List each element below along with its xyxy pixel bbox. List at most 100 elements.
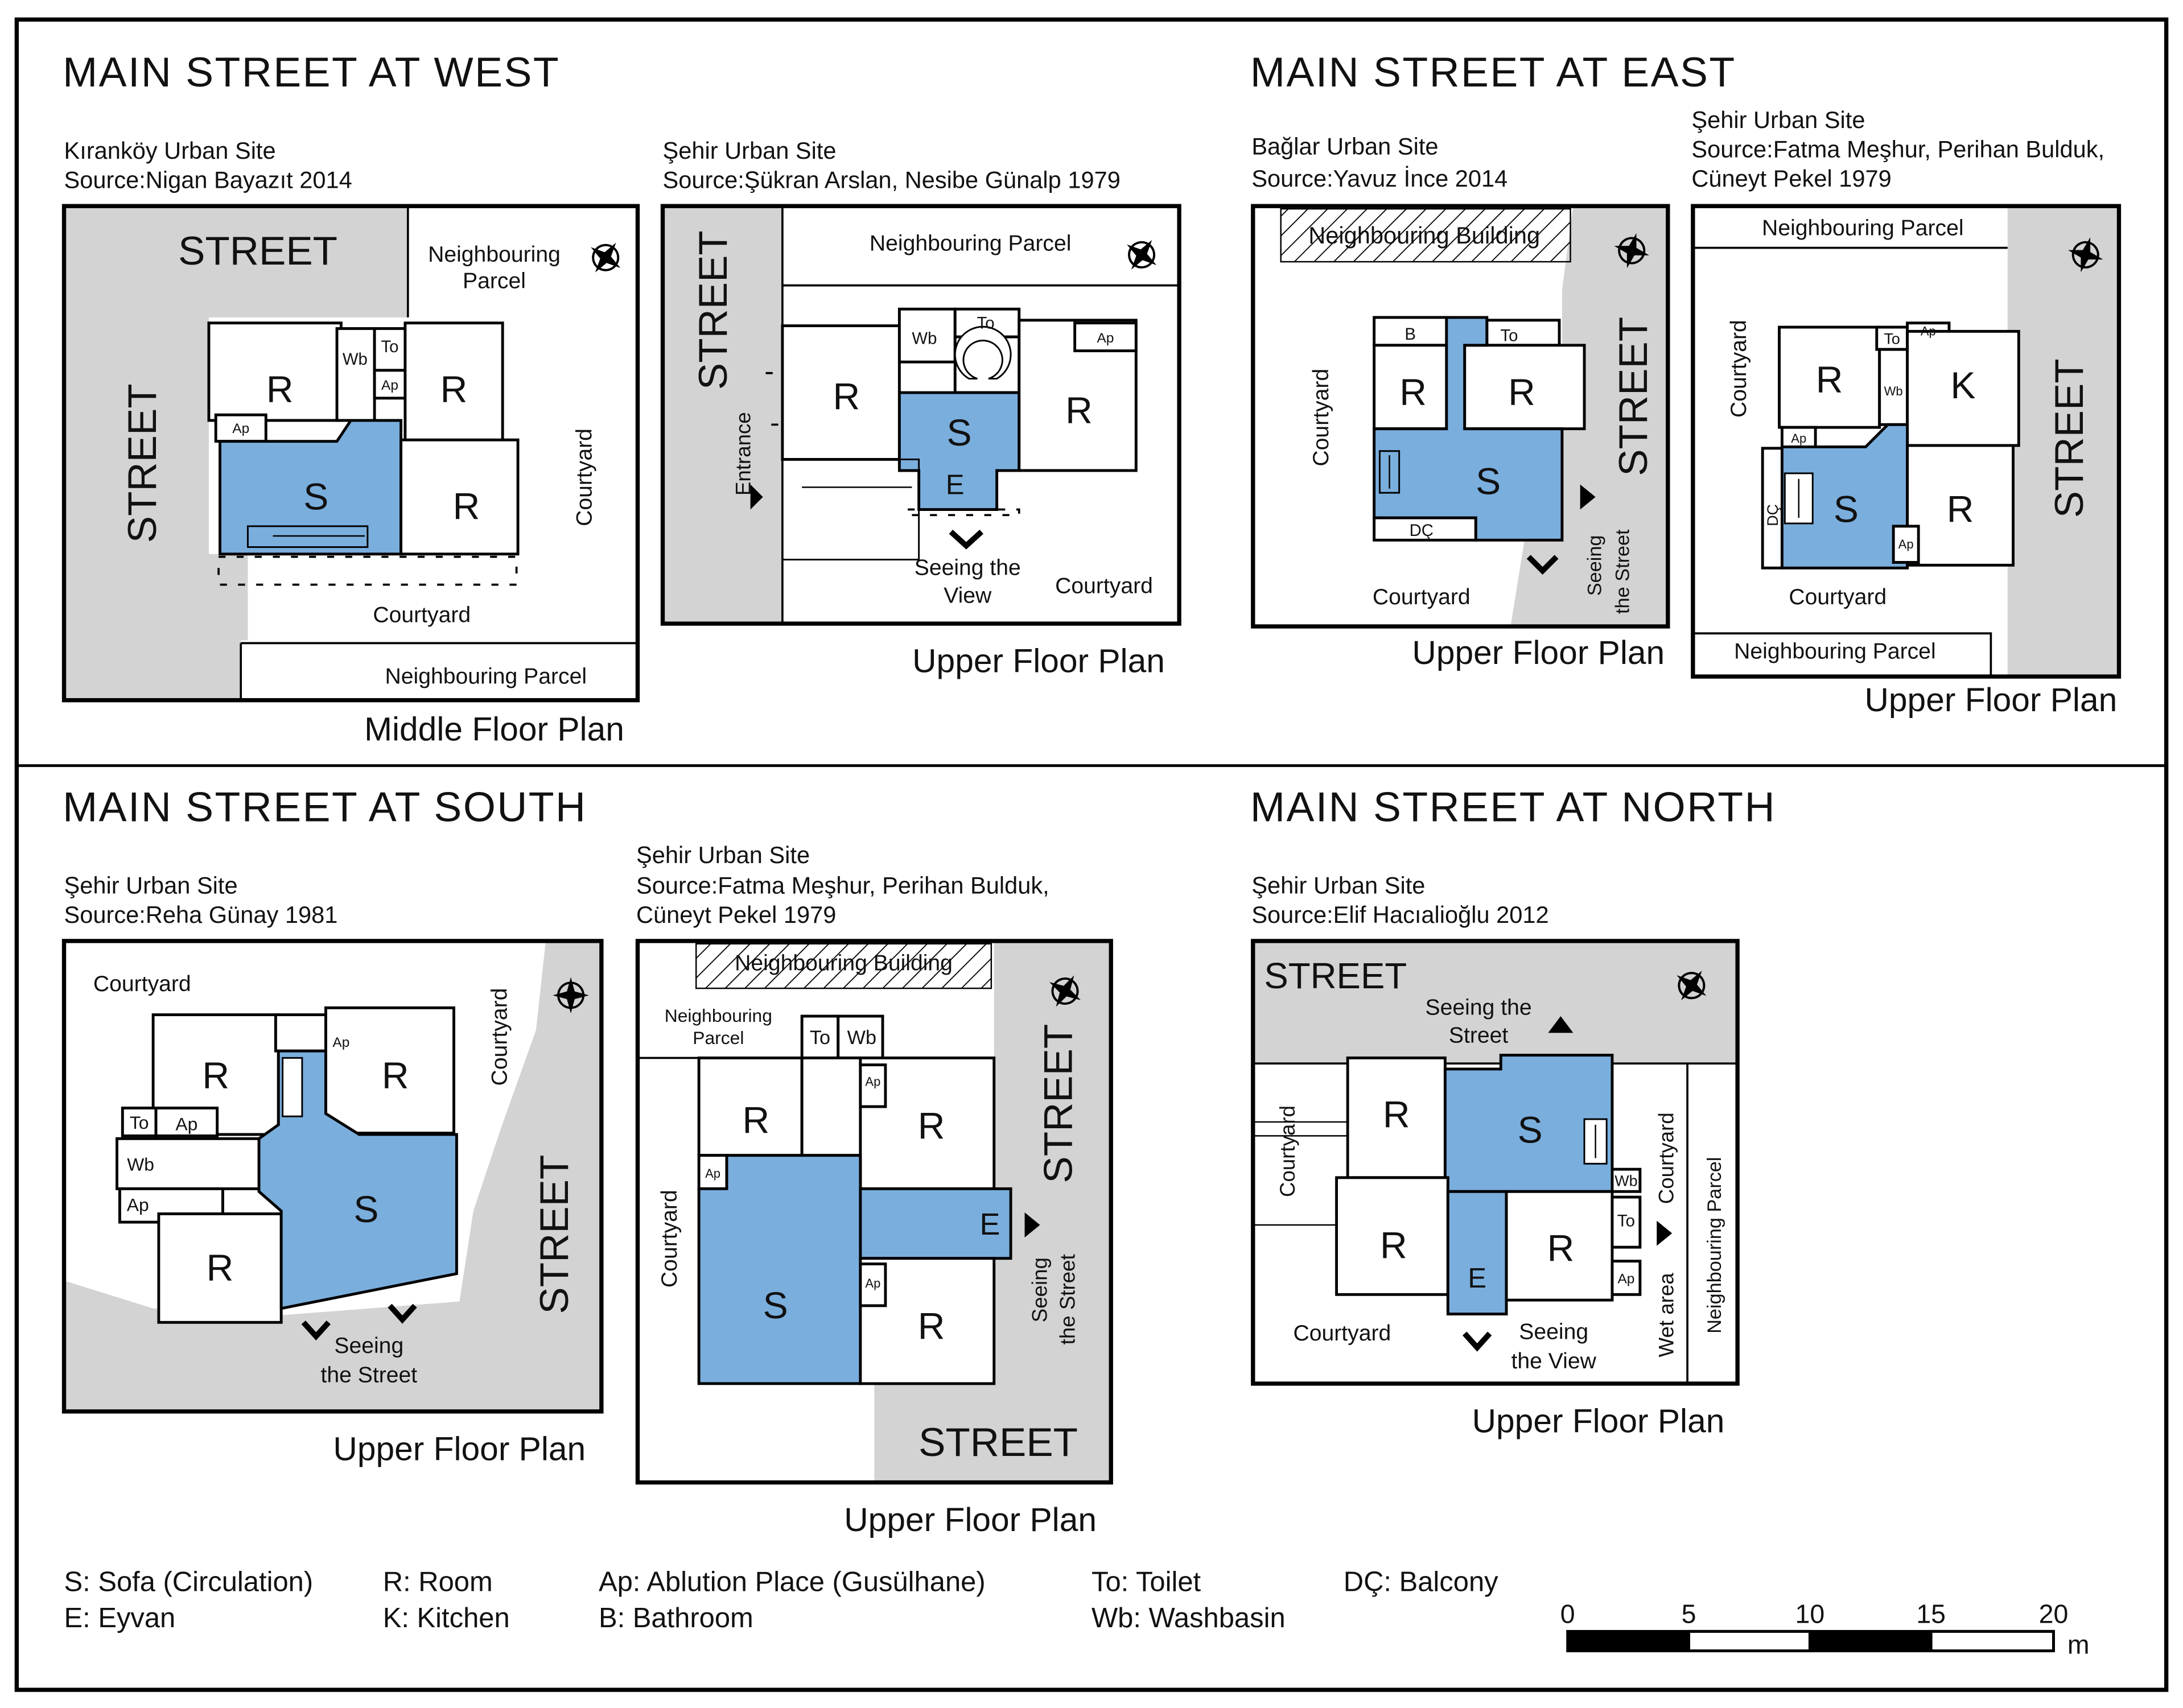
east-plan1-drawing — [1251, 204, 1670, 629]
east-plan2-drawing — [1691, 204, 2122, 679]
south-plan1-ap1: Ap — [175, 1114, 197, 1134]
east-plan2-kitchen: K — [1950, 364, 1975, 406]
north-plan1-caption: Upper Floor Plan — [1472, 1402, 1725, 1439]
north-plan1-to: To — [1617, 1211, 1635, 1230]
north-plan1-seeing-bottom-1: Seeing — [1519, 1320, 1588, 1344]
west-plan2-seeing-2: View — [944, 583, 992, 608]
west-plan2-caption: Upper Floor Plan — [912, 643, 1165, 680]
south-plan2-caption: Upper Floor Plan — [844, 1501, 1097, 1538]
north-plan1-room-1: R — [1383, 1094, 1410, 1136]
south-plan1-wb: Wb — [127, 1154, 154, 1175]
east-plan2-site: Şehir Urban Site — [1691, 106, 1865, 133]
west-plan2-eyvan: E — [946, 470, 965, 501]
east-plan1-seeing-2: the Street — [1612, 529, 1633, 614]
west-plan1-neighbour-2: Parcel — [463, 269, 526, 294]
west-plan1-ap1: Ap — [381, 378, 398, 393]
east-plan2-ap2: Ap — [1791, 431, 1806, 445]
legend-item-toilet: To: Toilet — [1092, 1566, 1201, 1597]
north-plan1-source: Source:Elif Hacıalioğlu 2012 — [1251, 901, 1548, 928]
south-plan1-street: STREET — [532, 1155, 577, 1314]
east-plan1-courtyard-bottom: Courtyard — [1373, 585, 1471, 609]
east-plan1-street: STREET — [1611, 317, 1656, 476]
east-plan2-caption: Upper Floor Plan — [1865, 682, 2118, 719]
section-title-north: MAIN STREET AT NORTH — [1250, 784, 1776, 831]
south-plan1-drawing — [61, 939, 604, 1414]
scale-bar: 0 5 10 15 20 m — [1560, 1599, 2090, 1660]
east-plan2-neighbour-bottom: Neighbouring Parcel — [1734, 639, 1936, 663]
west-plan1-drawing — [61, 204, 640, 703]
south-plan2-to: To — [810, 1027, 830, 1049]
north-plan1-courtyard-left: Courtyard — [1276, 1105, 1299, 1197]
legend-item-kitchen: K: Kitchen — [383, 1603, 510, 1633]
north-plan1-seeing-bottom-2: the View — [1511, 1349, 1597, 1373]
south-plan1-caption: Upper Floor Plan — [333, 1430, 586, 1467]
north-plan1-neighbour: Neighbouring Parcel — [1704, 1157, 1725, 1333]
west-plan2-sofa: S — [947, 411, 972, 453]
south-plan1-seeing-1: Seeing — [334, 1334, 403, 1358]
south-plan2-ap1: Ap — [865, 1074, 880, 1088]
west-plan2-seeing-1: Seeing the — [915, 555, 1021, 580]
south-plan1-site: Şehir Urban Site — [64, 872, 238, 899]
south-plan2-sofa: S — [763, 1284, 788, 1326]
north-plan1-room-2: R — [1380, 1224, 1407, 1266]
west-plan1-caption: Middle Floor Plan — [364, 711, 624, 748]
scale-tick-15: 15 — [1916, 1599, 1946, 1629]
section-title-south: MAIN STREET AT SOUTH — [63, 784, 587, 831]
north-plan1-courtyard-right: Courtyard — [1655, 1112, 1678, 1204]
scale-tick-5: 5 — [1682, 1599, 1696, 1629]
legend-item-eyvan: E: Eyvan — [64, 1603, 176, 1633]
south-plan2-seeing-2: the Street — [1056, 1254, 1080, 1344]
west-plan1-source: Source:Nigan Bayazıt 2014 — [64, 166, 352, 193]
east-plan2-ap3: Ap — [1898, 537, 1914, 551]
south-plan2-neighbour-1: Neighbouring — [665, 1005, 772, 1026]
north-plan1-site: Şehir Urban Site — [1251, 872, 1425, 899]
east-plan1-caption: Upper Floor Plan — [1412, 634, 1665, 671]
north-plan1-seeing-top-1: Seeing the — [1426, 996, 1532, 1020]
west-plan2-street: STREET — [691, 230, 736, 390]
scale-tick-0: 0 — [1560, 1599, 1575, 1629]
scale-tick-20: 20 — [2039, 1599, 2069, 1629]
east-plan1-b: B — [1404, 325, 1416, 344]
west-plan1-room-2: R — [440, 368, 468, 410]
south-plan1-courtyard-right: Courtyard — [487, 988, 512, 1086]
legend-item-ablution: Ap: Ablution Place (Gusülhane) — [599, 1566, 986, 1597]
east-plan2-dc: DÇ — [1764, 504, 1781, 526]
east-plan2-neighbour-top: Neighbouring Parcel — [1762, 216, 1964, 241]
east-plan1-site: Bağlar Urban Site — [1251, 133, 1438, 160]
legend-item-washbasin: Wb: Washbasin — [1092, 1603, 1286, 1633]
west-plan1-courtyard-right: Courtyard — [572, 428, 597, 526]
west-plan1-ap2: Ap — [232, 421, 249, 436]
scale-unit: m — [2067, 1629, 2090, 1659]
legend-item-sofa: S: Sofa (Circulation) — [64, 1566, 314, 1597]
legend-item-bathroom: B: Bathroom — [599, 1603, 753, 1633]
south-plan2-wb: Wb — [847, 1027, 876, 1049]
west-plan1-neighbour-bottom: Neighbouring Parcel — [385, 664, 587, 688]
legend: S: Sofa (Circulation) E: Eyvan R: Room K… — [64, 1566, 1499, 1633]
east-plan2-to: To — [1884, 330, 1900, 347]
east-plan1-room-1: R — [1399, 371, 1427, 413]
section-title-east: MAIN STREET AT EAST — [1250, 49, 1736, 96]
legend-item-balcony: DÇ: Balcony — [1344, 1566, 1498, 1597]
south-plan2-source-2: Cüneyt Pekel 1979 — [636, 901, 836, 928]
north-plan1-ap: Ap — [1617, 1272, 1634, 1287]
east-plan1-source: Source:Yavuz İnce 2014 — [1251, 165, 1507, 192]
west-plan2-neighbour: Neighbouring Parcel — [870, 231, 1072, 255]
east-plan1-sofa: S — [1476, 460, 1501, 502]
east-plan2-courtyard-left: Courtyard — [1727, 320, 1751, 418]
north-plan1-wet-area: Wet area — [1655, 1273, 1678, 1358]
west-plan2-entrance: Entrance — [732, 412, 755, 496]
south-plan1-ap2: Ap — [127, 1195, 149, 1215]
west-plan1-street-top: STREET — [178, 229, 337, 274]
west-plan1-neighbour-1: Neighbouring — [428, 242, 561, 267]
east-plan1-dc: DÇ — [1410, 521, 1434, 540]
south-plan2-street-right: STREET — [1036, 1024, 1081, 1183]
south-plan2-courtyard: Courtyard — [657, 1190, 682, 1288]
south-plan1-seeing-2: the Street — [320, 1363, 417, 1387]
south-plan2-drawing — [635, 939, 1113, 1485]
west-plan2-ap: Ap — [1097, 331, 1114, 346]
west-plan1-site: Kıranköy Urban Site — [64, 137, 276, 164]
west-plan2-drawing — [660, 204, 1181, 626]
west-plan1-sofa: S — [303, 476, 328, 518]
east-plan1-courtyard-left: Courtyard — [1309, 369, 1333, 467]
